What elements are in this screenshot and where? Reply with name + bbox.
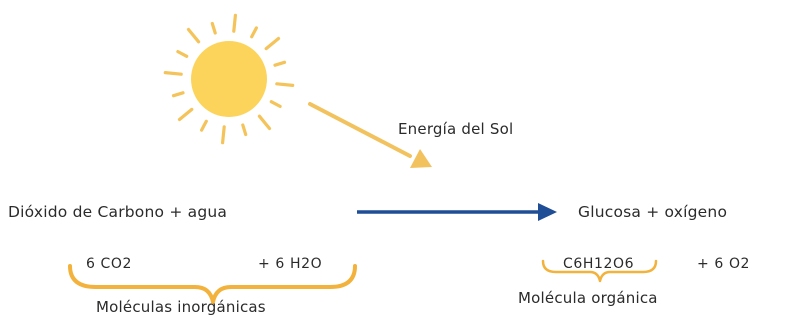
- sun-ray: [250, 26, 258, 39]
- energy-arrow-shaft: [308, 102, 412, 158]
- sun-ray: [232, 13, 237, 33]
- glucose-formula: C6H12O6: [563, 256, 635, 272]
- sun-ray: [210, 21, 217, 35]
- inorganic-brace: [68, 264, 357, 304]
- energy-label: Energía del Sol: [398, 120, 514, 138]
- sun-ray: [269, 100, 282, 109]
- sun-ray: [171, 91, 185, 98]
- sun-ray: [221, 125, 226, 145]
- sun-ray: [257, 114, 272, 131]
- reactants-label: Dióxido de Carbono + agua: [8, 203, 228, 221]
- sun-ray: [176, 49, 189, 58]
- h2o-formula: + 6 H2O: [258, 256, 323, 272]
- sun-ray: [275, 82, 295, 88]
- inorganic-molecules-label: Moléculas inorgánicas: [96, 298, 266, 316]
- o2-formula: + 6 O2: [697, 256, 751, 272]
- sun-ray: [200, 119, 208, 132]
- sun-ray: [186, 27, 201, 44]
- sun-ray: [241, 123, 248, 137]
- sun-ray: [177, 107, 194, 122]
- sun-ray: [273, 60, 287, 67]
- energy-arrow-head: [410, 149, 432, 168]
- reaction-arrow-head: [538, 203, 557, 221]
- sun-icon: [163, 13, 295, 145]
- organic-molecule-label: Molécula orgánica: [518, 289, 658, 307]
- sun-ray: [264, 36, 281, 51]
- sun-rays: [163, 13, 295, 145]
- sun-ray: [163, 70, 183, 76]
- co2-formula: 6 CO2: [86, 256, 133, 272]
- sun-disc: [191, 41, 267, 117]
- organic-brace: [541, 259, 658, 283]
- products-label: Glucosa + oxígeno: [578, 203, 728, 221]
